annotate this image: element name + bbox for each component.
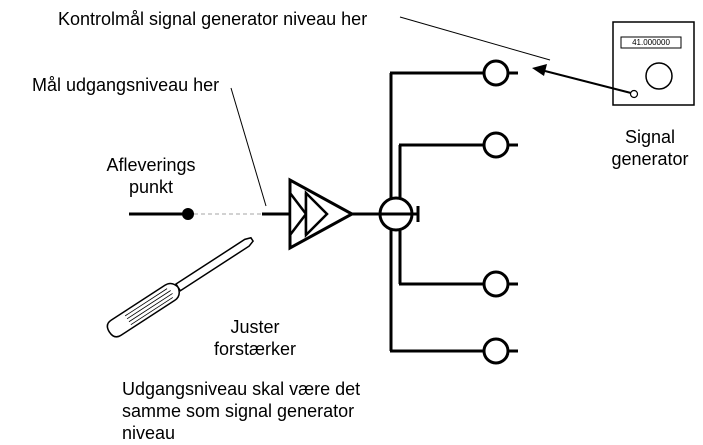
signal-generator-icon[interactable] — [612, 21, 695, 106]
screwdriver-icon[interactable] — [105, 232, 257, 340]
control-level-leader-line — [399, 16, 551, 61]
outlet-icon-3[interactable] — [482, 270, 518, 298]
adjust-amplifier-label: Juster forstærker — [213, 317, 296, 359]
signal-generator-label: Signal generator — [611, 127, 689, 169]
measure-output-leader-line — [230, 87, 267, 207]
amplifier-icon[interactable] — [288, 177, 356, 251]
generator-frequency-readout: 41.000000 — [632, 38, 670, 47]
outlet-icon-1[interactable] — [482, 59, 518, 87]
control-level-label: Kontrolmål signal generator niveau her — [58, 9, 368, 29]
delivery-point-label: Afleverings punkt — [106, 155, 196, 197]
delivery-point-dot — [182, 208, 194, 220]
output-level-note: Udgangsniveau skal være det samme som si… — [122, 379, 361, 443]
test-arrow-icon — [532, 64, 632, 94]
splitter-icon — [378, 196, 420, 232]
outlet-icon-2[interactable] — [482, 131, 518, 159]
measure-output-label: Mål udgangsniveau her — [32, 75, 220, 95]
outlet-icon-4[interactable] — [482, 337, 518, 365]
